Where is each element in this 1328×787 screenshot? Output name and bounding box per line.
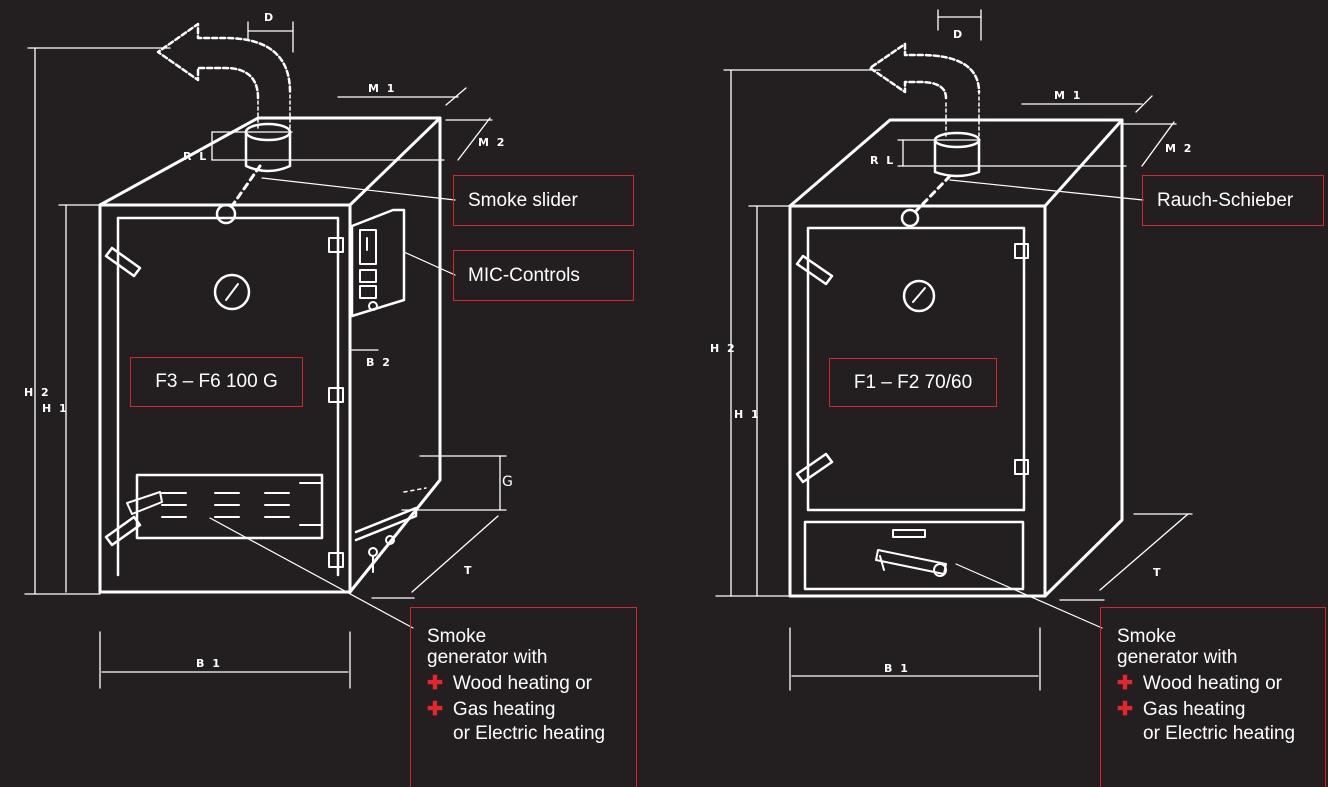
plus-icon: ✚	[427, 673, 443, 694]
dim-m1-left: M 1	[368, 82, 396, 95]
left-model-label: F3 – F6 100 G	[130, 357, 303, 407]
plus-icon: ✚	[1117, 699, 1133, 720]
left-controls-text: MIC-Controls	[468, 264, 580, 286]
right-dimension-lines	[715, 9, 1193, 691]
dim-rl-right: R L	[870, 154, 895, 167]
right-model-label: F1 – F2 70/60	[829, 358, 997, 407]
right-generator-callout: Smoke generator with ✚Wood heating or ✚G…	[1100, 607, 1326, 787]
right-smoker-outline	[788, 42, 1124, 598]
right-smoke-slider-label: Rauch-Schieber	[1142, 175, 1324, 226]
left-smoke-slider-label: Smoke slider	[453, 175, 634, 226]
left-controls-label: MIC-Controls	[453, 250, 634, 301]
left-generator-option: ✚Wood heating or	[427, 673, 592, 694]
left-dimension-lines	[24, 21, 507, 689]
dim-b2-left: B 2	[366, 356, 392, 369]
dim-m2-left: M 2	[478, 136, 506, 149]
plus-icon: ✚	[1117, 673, 1133, 694]
dim-t-right: T	[1153, 566, 1163, 579]
dim-d-right: D	[953, 28, 964, 41]
left-smoke-slider-text: Smoke slider	[468, 189, 578, 211]
left-model-text: F3 – F6 100 G	[155, 371, 278, 392]
right-generator-option: ✚Wood heating or	[1117, 673, 1282, 694]
left-generator-option: ✚Gas heating	[427, 699, 556, 720]
dim-b1-right: B 1	[884, 662, 910, 675]
right-smoke-slider-text: Rauch-Schieber	[1157, 189, 1294, 211]
right-generator-last: or Electric heating	[1143, 723, 1296, 744]
right-model-text: F1 – F2 70/60	[853, 371, 973, 393]
right-generator-option: ✚Gas heating	[1117, 699, 1246, 720]
dim-m1-right: M 1	[1054, 89, 1082, 102]
dim-t-left: T	[464, 564, 474, 577]
dim-d-left: D	[264, 11, 275, 24]
plus-icon: ✚	[427, 699, 443, 720]
left-generator-title: Smoke generator with	[427, 626, 548, 668]
dim-b1-left: B 1	[196, 657, 222, 670]
dim-g-left: G	[502, 474, 515, 490]
dim-h1-right: H 1	[734, 408, 761, 421]
right-generator-title: Smoke generator with	[1117, 626, 1238, 668]
dim-h2-left: H 2	[24, 386, 51, 399]
dim-h1-left: H 1	[42, 402, 69, 415]
dim-m2-right: M 2	[1165, 142, 1193, 155]
left-generator-last: or Electric heating	[453, 723, 606, 744]
dim-rl-left: R L	[183, 150, 208, 163]
dim-h2-right: H 2	[710, 342, 737, 355]
left-smoker-outline	[98, 22, 442, 594]
leader-lines	[209, 177, 1144, 629]
left-generator-callout: Smoke generator with ✚Wood heating or ✚G…	[410, 607, 637, 787]
